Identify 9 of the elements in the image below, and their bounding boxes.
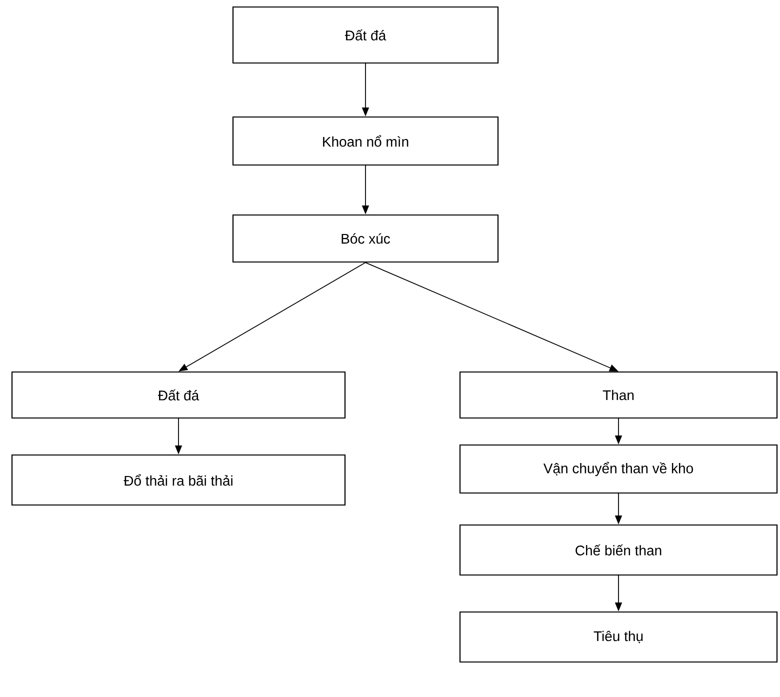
process-box: Chế biến than xyxy=(459,524,778,576)
process-box: Vận chuyển than về kho xyxy=(459,444,778,494)
process-box: Than xyxy=(459,371,778,419)
process-box: Khoan nổ mìn xyxy=(232,116,499,166)
process-box: Đất đá xyxy=(11,371,346,419)
process-box: Đổ thải ra bãi thải xyxy=(11,454,346,506)
process-box: Đất đá xyxy=(232,6,499,64)
process-box: Bóc xúc xyxy=(232,214,499,263)
process-box: Tiêu thụ xyxy=(459,611,778,663)
